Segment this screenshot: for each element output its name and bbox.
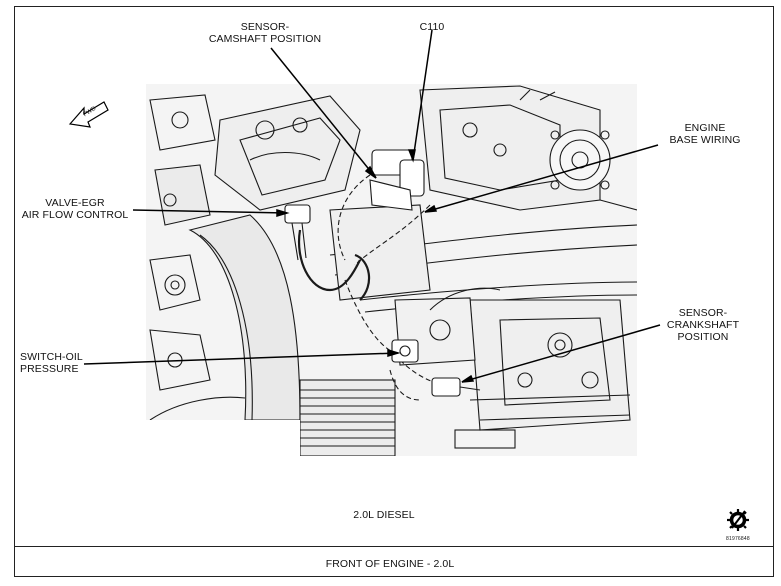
callout-camshaft-sensor: SENSOR- CAMSHAFT POSITION (208, 21, 322, 45)
leader-egr (132, 209, 288, 214)
fwd-arrow-icon (68, 101, 109, 128)
callout-valve-egr: VALVE-EGR AIR FLOW CONTROL (21, 197, 129, 221)
figure-code: 81976848 (726, 536, 750, 542)
leader-engine-wiring (424, 144, 659, 213)
callout-c110: C110 (419, 21, 445, 33)
gear-slash-logo-icon (727, 509, 749, 531)
leader-oil-switch (83, 352, 399, 365)
callout-oil-pressure-switch: SWITCH-OIL PRESSURE (20, 351, 83, 375)
callout-engine-base-wiring: ENGINE BASE WIRING (669, 122, 741, 146)
figure-frame (14, 6, 774, 577)
caption-divider (14, 546, 774, 547)
leader-crankshaft (461, 324, 661, 383)
callout-crankshaft-sensor: SENSOR- CRANKSHAFT POSITION (666, 307, 740, 343)
leader-c110 (412, 29, 433, 161)
figure-title: FRONT OF ENGINE - 2.0L (325, 558, 455, 570)
engine-variant-caption: 2.0L DIESEL (353, 509, 415, 521)
leader-camshaft (270, 47, 377, 179)
